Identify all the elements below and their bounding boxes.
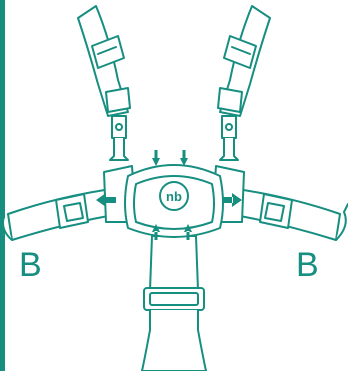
arrow-left-icon: [96, 193, 116, 207]
left-shoulder-strap: [77, 5, 131, 161]
center-buckle: [103, 164, 245, 238]
right-waist-strap: [227, 187, 348, 241]
right-strap-slider: [223, 35, 257, 69]
arrow-down-icon: [152, 150, 160, 166]
arrow-down-icon: [180, 150, 188, 166]
label-right-b: B: [296, 246, 319, 284]
right-shoulder-strap: [217, 5, 271, 161]
label-left-b: B: [19, 246, 42, 284]
arrow-up-icon: [184, 224, 192, 240]
arrow-up-icon: [152, 224, 160, 240]
arrow-right-icon: [222, 193, 242, 207]
buckle-logo: nb: [166, 189, 182, 204]
left-waist-strap: [2, 187, 121, 241]
crotch-strap: [141, 235, 207, 371]
buckle-logo-badge: [159, 181, 189, 211]
left-strap-slider: [91, 35, 125, 69]
left-accent-bar: [0, 0, 5, 371]
